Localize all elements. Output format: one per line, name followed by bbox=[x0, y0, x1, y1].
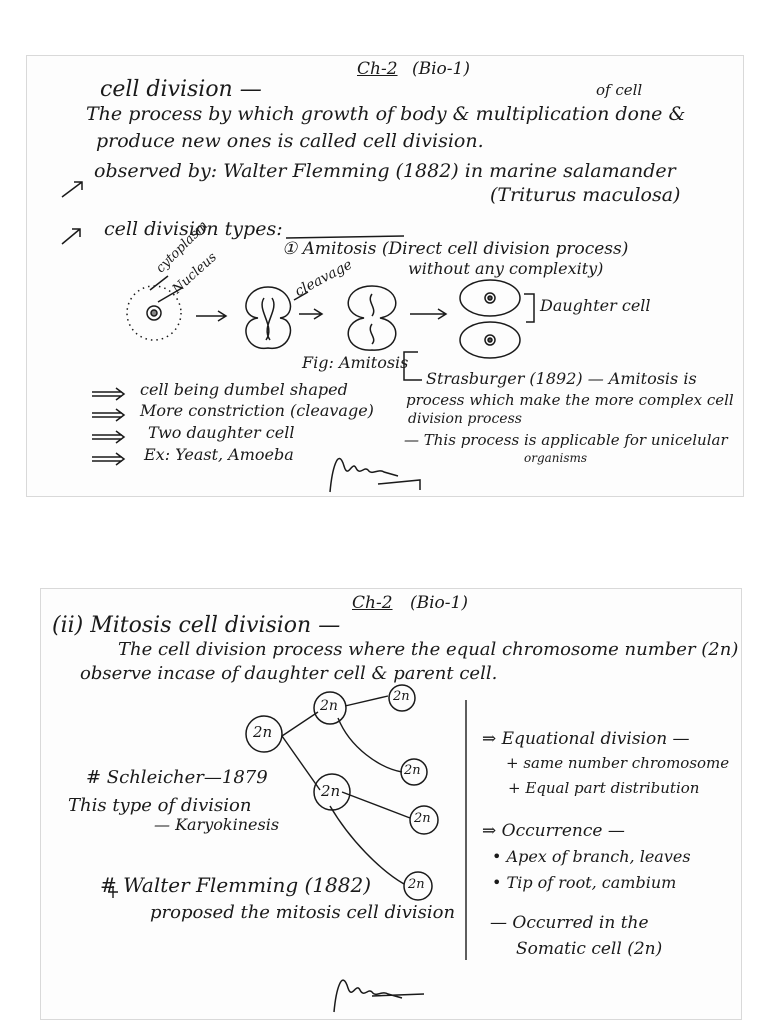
feature-item: Two daughter cell bbox=[148, 423, 295, 442]
signature-mark bbox=[333, 979, 425, 1013]
page1-def-line1: The process by which growth of body & mu… bbox=[86, 103, 686, 125]
bracket-stroke bbox=[403, 351, 422, 381]
equational-heading: ⇒ Equational division — bbox=[482, 729, 690, 749]
types-label: cell division types: bbox=[104, 218, 283, 240]
arrow-icon bbox=[410, 308, 448, 320]
chromosome-node: 2n bbox=[414, 811, 431, 826]
chromosome-node: 2n bbox=[393, 689, 410, 704]
type-line: This type of division bbox=[68, 795, 252, 816]
page1-header: Ch-2 bbox=[357, 59, 398, 79]
page1-def-line2: produce new ones is called cell division… bbox=[96, 130, 484, 152]
occurred-line2: Somatic cell (2n) bbox=[516, 939, 663, 959]
amitosis-label: ① Amitosis (Direct cell division process… bbox=[282, 239, 629, 259]
karyokinesis: — Karyokinesis bbox=[154, 815, 280, 834]
page1-def-insert: of cell bbox=[596, 81, 643, 99]
daughter-cell-icon bbox=[459, 279, 535, 359]
equational-item: + Equal part distribution bbox=[508, 779, 700, 797]
page2-header: Ch-2 bbox=[352, 593, 393, 613]
double-arrow-icon bbox=[92, 387, 126, 466]
signature-mark bbox=[329, 457, 421, 493]
parent-cell-icon bbox=[126, 275, 183, 341]
applicable-line1: — This process is applicable for unicelu… bbox=[404, 431, 728, 449]
chromosome-node: 2n bbox=[321, 782, 341, 800]
arrow-icon bbox=[61, 228, 81, 245]
chromosome-node: 2n bbox=[320, 698, 338, 714]
observed-by: observed by: Walter Flemming (1882) in m… bbox=[94, 160, 676, 182]
occurrence-item: • Tip of root, cambium bbox=[492, 873, 677, 892]
flemming-line2: proposed the mitosis cell division bbox=[150, 902, 456, 923]
page2-def-line1: The cell division process where the equa… bbox=[118, 639, 739, 660]
flemming-line1: # Walter Flemming (1882) bbox=[100, 873, 372, 897]
amitosis-sub: without any complexity) bbox=[408, 259, 604, 278]
page2-header-sub: (Bio-1) bbox=[410, 593, 468, 613]
strasburger-line1: Strasburger (1892) — Amitosis is bbox=[426, 369, 697, 388]
chromosome-node: 2n bbox=[253, 723, 273, 741]
feature-item: More constriction (cleavage) bbox=[140, 401, 374, 420]
daughter-cell-label: Daughter cell bbox=[540, 296, 651, 315]
schleicher-note: # Schleicher—1879 bbox=[86, 767, 268, 788]
arrow-icon bbox=[61, 181, 83, 198]
cleavage-pointer bbox=[293, 291, 309, 301]
notebook-page-1 bbox=[26, 55, 744, 497]
chromosome-node: 2n bbox=[404, 763, 421, 778]
arrow-icon bbox=[196, 310, 228, 322]
applicable-line2: organisms bbox=[524, 451, 588, 465]
underline-stroke bbox=[285, 235, 405, 239]
species-name: (Triturus maculosa) bbox=[490, 184, 681, 206]
notebook-page-2 bbox=[40, 588, 742, 1020]
page2-title: (ii) Mitosis cell division — bbox=[52, 613, 341, 638]
dividing-cell-icon bbox=[347, 285, 397, 351]
occurred-line1: — Occurred in the bbox=[490, 913, 649, 933]
chromosome-node: 2n bbox=[408, 877, 425, 892]
arrow-icon bbox=[299, 308, 324, 320]
dividing-cell-icon bbox=[245, 286, 292, 349]
mitosis-tree bbox=[108, 695, 467, 960]
occurrence-item: • Apex of branch, leaves bbox=[492, 847, 691, 866]
occurrence-heading: ⇒ Occurrence — bbox=[482, 821, 625, 841]
equational-item: + same number chromosome bbox=[506, 754, 730, 772]
strasburger-line3: division process bbox=[408, 411, 522, 427]
figure-caption: Fig: Amitosis bbox=[302, 353, 409, 372]
feature-item: Ex: Yeast, Amoeba bbox=[144, 445, 294, 464]
strasburger-line2: process which make the more complex cell bbox=[406, 391, 734, 409]
chromosome-node-circles bbox=[245, 684, 439, 901]
page1-title: cell division — bbox=[100, 77, 262, 102]
feature-item: cell being dumbel shaped bbox=[140, 380, 348, 399]
page2-def-line2: observe incase of daughter cell & parent… bbox=[80, 663, 498, 684]
hash-mark bbox=[108, 886, 118, 898]
page1-header-sub: (Bio-1) bbox=[412, 59, 470, 79]
